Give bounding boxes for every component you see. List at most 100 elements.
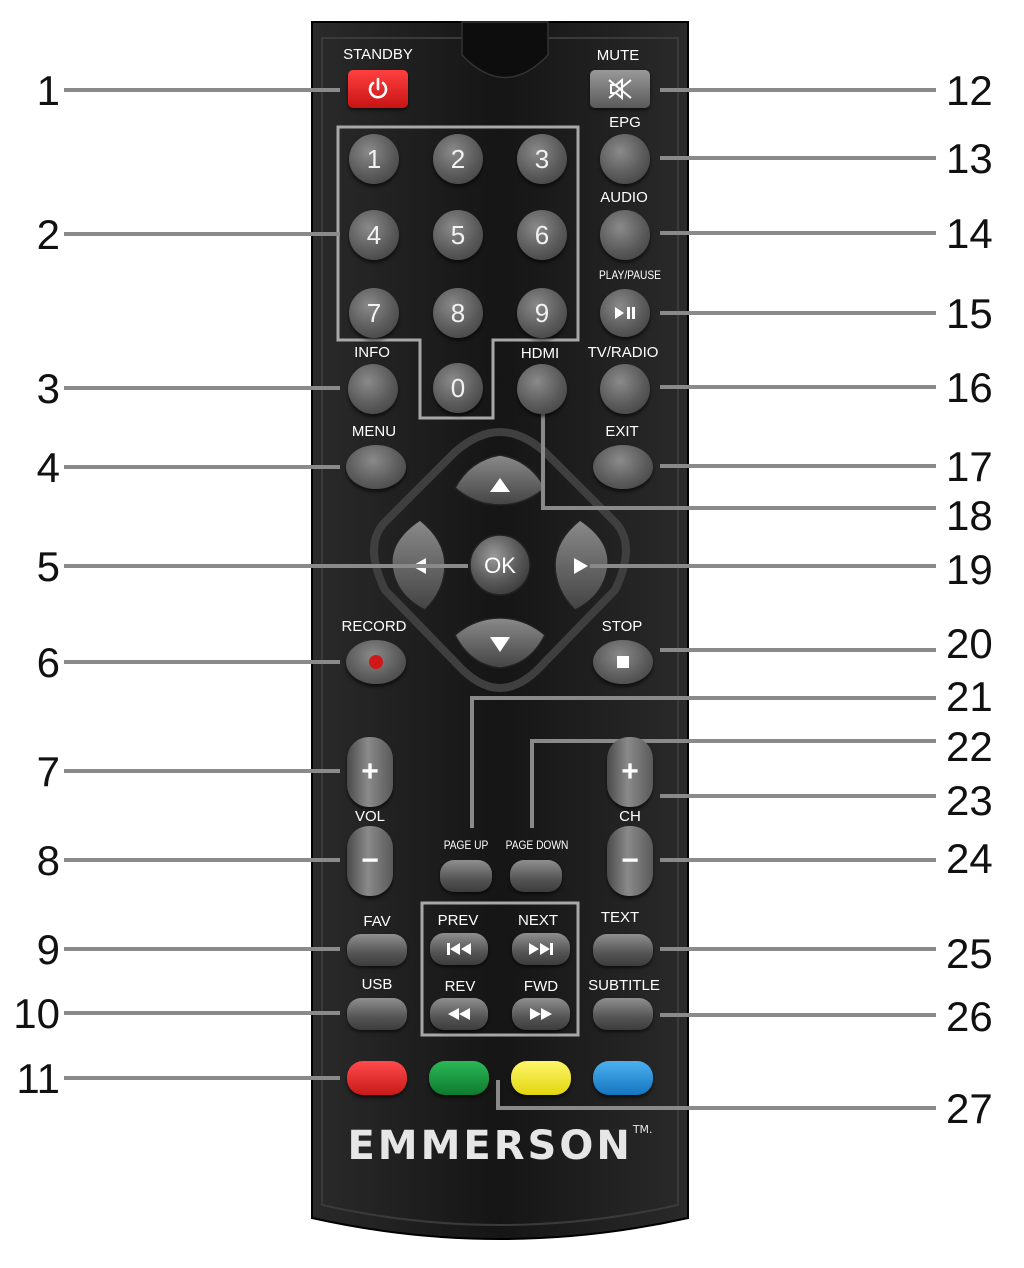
vol-down-button[interactable]: − — [347, 826, 393, 896]
digit-5-button[interactable]: 5 — [433, 210, 483, 260]
text-button[interactable] — [593, 934, 653, 966]
vol-up-button[interactable]: + — [347, 737, 393, 807]
hdmi-button[interactable] — [517, 364, 567, 414]
mute-label: MUTE — [596, 47, 640, 64]
next-label: NEXT — [517, 912, 559, 929]
digit-0-button[interactable]: 0 — [433, 363, 483, 413]
up-arrow-icon — [490, 478, 510, 492]
brand-trademark: TM. — [632, 1123, 653, 1136]
callout-1: 1 — [36, 67, 60, 114]
rev-button[interactable] — [430, 998, 488, 1030]
brand-name: EMMERSON — [347, 1123, 633, 1169]
callout-15: 15 — [946, 290, 993, 337]
down-arrow-icon — [490, 637, 510, 652]
callout-22: 22 — [946, 723, 993, 770]
nav-down-button[interactable] — [454, 617, 546, 669]
fav-label: FAV — [363, 913, 391, 930]
play-pause-button[interactable] — [600, 289, 650, 337]
digit-9-button[interactable]: 9 — [517, 288, 567, 338]
media-keys-outline — [420, 901, 580, 1037]
callout-8: 8 — [36, 837, 60, 884]
exit-button[interactable] — [593, 445, 653, 489]
ch-up-button[interactable]: + — [607, 737, 653, 807]
subtitle-button[interactable] — [593, 998, 653, 1030]
callout-5: 5 — [36, 543, 60, 590]
usb-label: USB — [361, 976, 393, 993]
tv-radio-button[interactable] — [600, 364, 650, 414]
callout-26: 26 — [946, 993, 993, 1040]
callout-21: 21 — [946, 673, 993, 720]
callout-20: 20 — [946, 620, 993, 667]
info-button[interactable] — [348, 364, 398, 414]
audio-button[interactable] — [600, 210, 650, 260]
callout-18: 18 — [946, 492, 993, 539]
callout-17: 17 — [946, 443, 993, 490]
fav-button[interactable] — [347, 934, 407, 966]
red-key-button[interactable] — [347, 1061, 407, 1095]
ir-window — [461, 21, 549, 79]
blue-key-button[interactable] — [593, 1061, 653, 1095]
play-pause-label: PLAY/PAUSE — [599, 268, 661, 282]
standby-button[interactable] — [348, 70, 408, 108]
ch-down-button[interactable]: − — [607, 826, 653, 896]
digit-6-button[interactable]: 6 — [517, 210, 567, 260]
hdmi-label: HDMI — [520, 345, 560, 362]
stop-label: STOP — [601, 618, 643, 635]
callout-4: 4 — [36, 444, 60, 491]
leader-lines-left — [64, 88, 468, 1080]
text-label: TEXT — [600, 909, 640, 926]
next-button[interactable] — [512, 933, 570, 965]
leader-lines-right — [470, 88, 936, 1110]
prev-label: PREV — [437, 912, 479, 929]
callout-27: 27 — [946, 1085, 993, 1132]
fast-forward-icon — [530, 1008, 552, 1020]
callout-6: 6 — [36, 639, 60, 686]
callout-14: 14 — [946, 210, 993, 257]
callout-24: 24 — [946, 835, 993, 882]
digit-2-button[interactable]: 2 — [433, 134, 483, 184]
epg-button[interactable] — [600, 134, 650, 184]
remote-inner-border — [321, 37, 679, 1226]
ok-button[interactable] — [469, 534, 531, 596]
record-button[interactable] — [346, 640, 406, 684]
digit-1-button[interactable]: 1 — [349, 134, 399, 184]
callout-10: 10 — [13, 990, 60, 1037]
record-dot-icon — [369, 655, 383, 669]
page-up-button[interactable] — [440, 860, 492, 892]
yellow-key-button[interactable] — [511, 1061, 571, 1095]
stop-button[interactable] — [593, 640, 653, 684]
stop-square-icon — [617, 656, 629, 668]
skip-previous-icon — [447, 943, 471, 955]
prev-button[interactable] — [430, 933, 488, 965]
callout-13: 13 — [946, 135, 993, 182]
green-key-button[interactable] — [429, 1061, 489, 1095]
play-pause-icon — [615, 307, 635, 319]
fwd-label: FWD — [523, 978, 559, 995]
digit-4-button[interactable]: 4 — [349, 210, 399, 260]
nav-ring — [370, 427, 630, 693]
page-down-button[interactable] — [510, 860, 562, 892]
mute-speaker-icon — [608, 77, 632, 101]
mute-button[interactable] — [590, 70, 650, 108]
digit-3-button[interactable]: 3 — [517, 134, 567, 184]
fwd-button[interactable] — [512, 998, 570, 1030]
digit-8-button[interactable]: 8 — [433, 288, 483, 338]
vol-label: VOL — [354, 808, 386, 825]
page-up-label: PAGE UP — [443, 838, 489, 852]
menu-button[interactable] — [346, 445, 406, 489]
callout-25: 25 — [946, 930, 993, 977]
usb-button[interactable] — [347, 998, 407, 1030]
digit-7-button[interactable]: 7 — [349, 288, 399, 338]
subtitle-label: SUBTITLE — [588, 977, 660, 994]
callout-3: 3 — [36, 365, 60, 412]
ch-label: CH — [619, 808, 641, 825]
callout-23: 23 — [946, 777, 993, 824]
right-arrow-icon — [574, 558, 588, 574]
tv-radio-label: TV/RADIO — [587, 344, 659, 361]
callout-19: 19 — [946, 546, 993, 593]
brand-logo: EMMERSONTM. — [347, 1123, 652, 1169]
menu-label: MENU — [351, 423, 397, 440]
nav-right-button[interactable] — [554, 519, 609, 611]
